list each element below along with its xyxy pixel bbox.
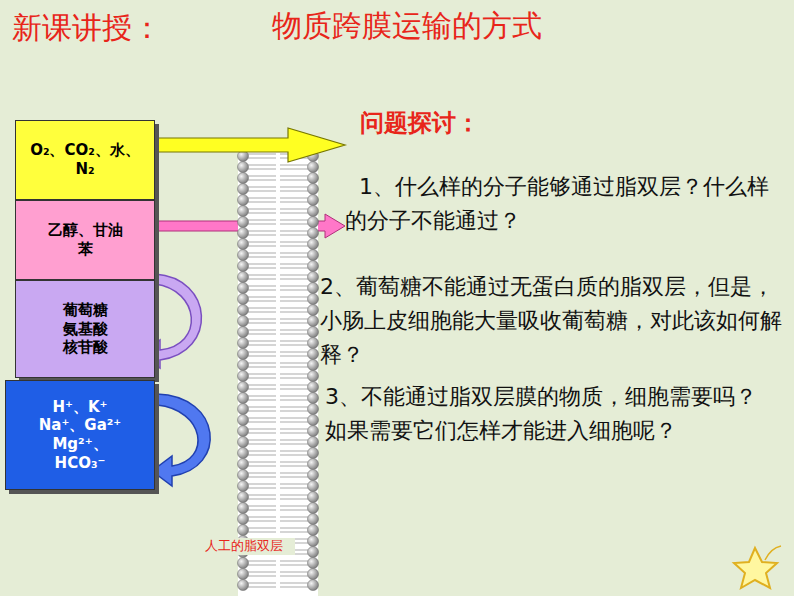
- star-trail: [765, 546, 781, 560]
- star-icon: [734, 548, 777, 588]
- membrane-caption: 人工的脂双层: [205, 538, 295, 555]
- slide-subtitle: 物质跨膜运输的方式: [272, 8, 772, 44]
- node-label: H⁺、K⁺ Na⁺、Ga²⁺ Mg²⁺、HCO₃⁻: [32, 398, 128, 473]
- section-heading: 问题探讨：: [360, 108, 580, 139]
- small-organic-box: 乙醇、甘油 苯: [15, 200, 155, 280]
- lipid-bilayer: [238, 151, 319, 591]
- large-molecule-box: 葡萄糖 氨基酸 核苷酸: [15, 280, 155, 378]
- node-label: 葡萄糖 氨基酸 核苷酸: [55, 301, 115, 357]
- question-text: 1、什么样的分子能够通过脂双层？什么样的分子不能通过？: [345, 170, 785, 238]
- node-label: 乙醇、甘油 苯: [40, 221, 130, 259]
- question-text: 2、葡萄糖不能通过无蛋白质的脂双层，但是，小肠上皮细胞能大量吸收葡萄糖，对此该如…: [320, 270, 785, 372]
- ion-box: H⁺、K⁺ Na⁺、Ga²⁺ Mg²⁺、HCO₃⁻: [5, 380, 155, 490]
- node-label: O₂、CO₂、水、N₂: [29, 141, 141, 179]
- slide-title: 新课讲授：: [12, 8, 162, 49]
- yellow-arrow: [155, 128, 345, 162]
- blue-bounce-arrow: [152, 394, 210, 486]
- permeable-gas-box: O₂、CO₂、水、N₂: [15, 120, 155, 200]
- question-text: 3、不能通过脂双层膜的物质，细胞需要吗？如果需要它们怎样才能进入细胞呢？: [325, 380, 770, 448]
- bilayer-core: [238, 150, 318, 596]
